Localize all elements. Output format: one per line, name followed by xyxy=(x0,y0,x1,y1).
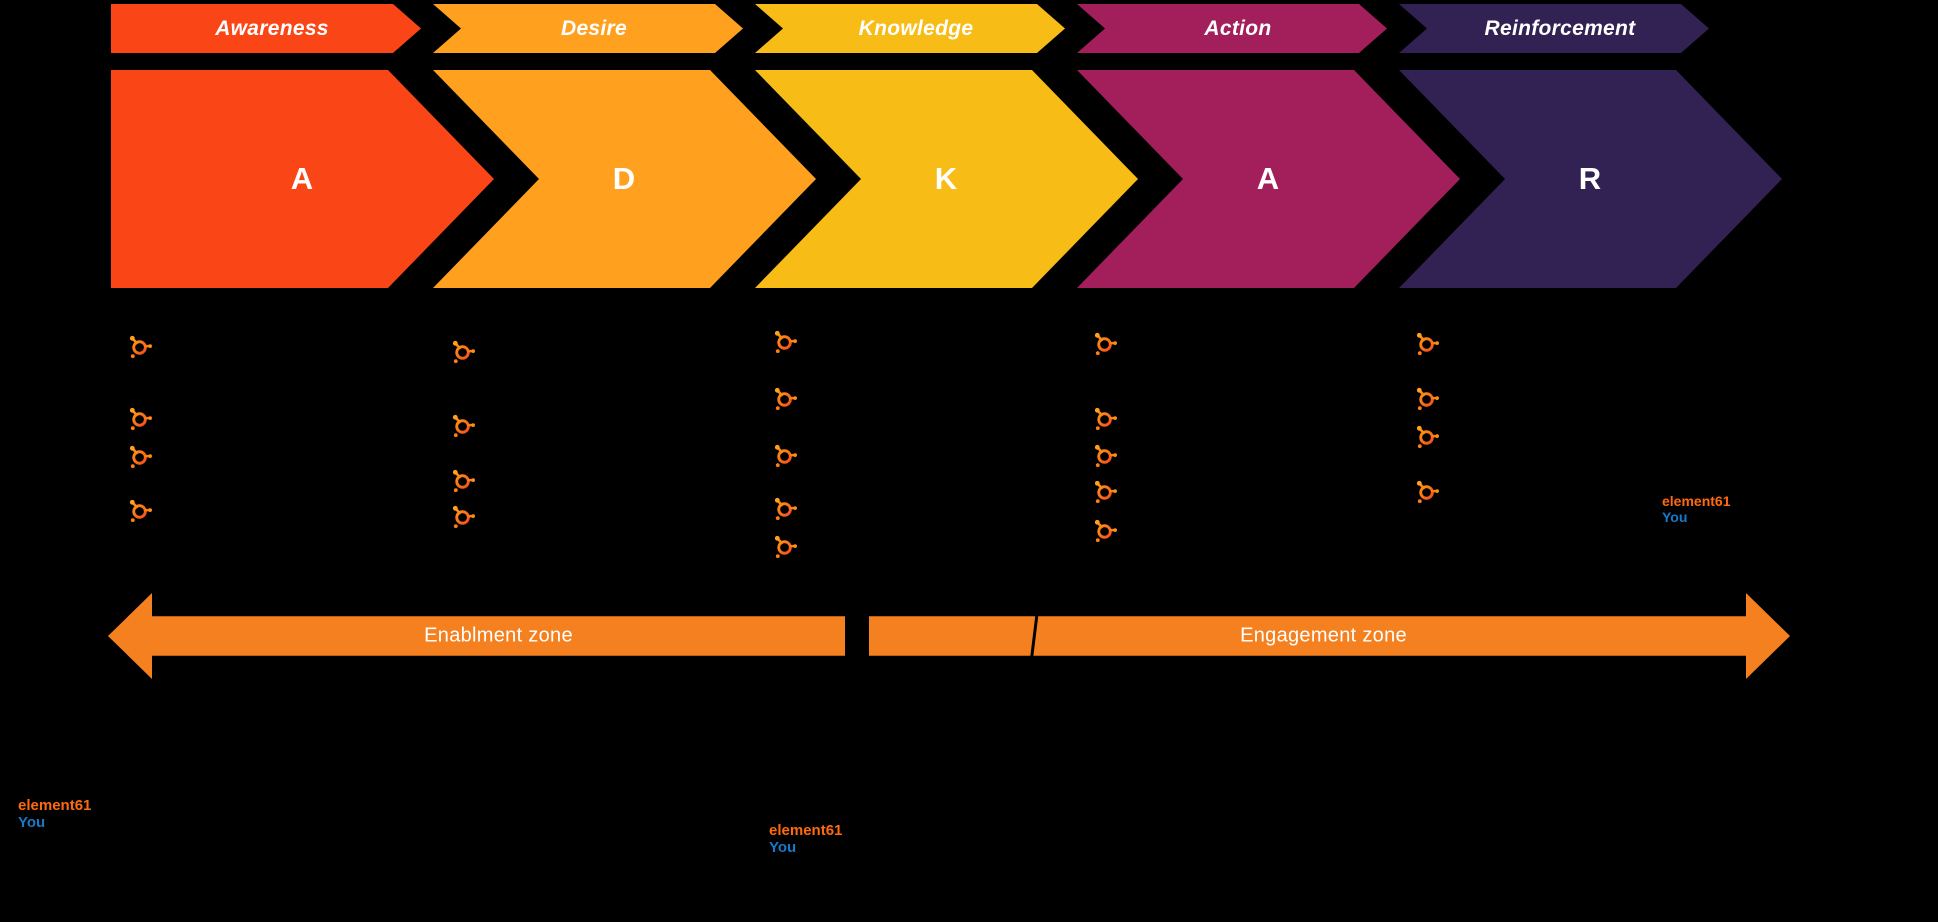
enablement-zone-arrow: Enablment zone xyxy=(108,593,845,679)
hubspot-sprocket-icon xyxy=(772,495,799,522)
stage-header-reinforcement: Reinforcement xyxy=(1399,4,1709,53)
stage-header-knowledge: Knowledge xyxy=(755,4,1065,53)
hubspot-sprocket-icon xyxy=(450,503,477,530)
hubspot-sprocket-icon xyxy=(772,533,799,560)
stage-letter: A xyxy=(290,161,315,196)
hubspot-sprocket-icon xyxy=(127,497,154,524)
engagement-zone-arrow: Engagement zone xyxy=(869,593,1790,679)
stage-header-label: Desire xyxy=(560,16,627,40)
hubspot-sprocket-icon xyxy=(1092,478,1119,505)
hubspot-sprocket-icon xyxy=(1414,423,1441,450)
you-label: You xyxy=(1662,508,1688,525)
you-label: You xyxy=(769,838,797,856)
hubspot-sprocket-icon xyxy=(127,443,154,470)
stage-header-awareness: Awareness xyxy=(111,4,421,53)
hubspot-sprocket-icon xyxy=(772,385,799,412)
stage-letter: K xyxy=(934,161,959,196)
hubspot-sprocket-icon xyxy=(1092,330,1119,357)
hubspot-sprocket-icon xyxy=(450,467,477,494)
stage-header-label: Reinforcement xyxy=(1484,16,1636,40)
hubspot-sprocket-icon xyxy=(772,328,799,355)
stage-chevron-awareness: A xyxy=(111,70,494,288)
element61-watermark: element61 You xyxy=(1662,493,1731,525)
hubspot-sprocket-icon xyxy=(450,412,477,439)
stage-header-label: Knowledge xyxy=(858,16,974,40)
hubspot-sprocket-icon xyxy=(1092,442,1119,469)
hubspot-sprocket-icon xyxy=(1092,517,1119,544)
element61-logo-text: element61 xyxy=(1662,493,1731,509)
hubspot-sprocket-icon xyxy=(1092,405,1119,432)
stage-letter: R xyxy=(1578,161,1603,196)
enablement-zone-label: Enablment zone xyxy=(424,624,573,647)
hubspot-sprocket-icon xyxy=(127,405,154,432)
element61-watermark: element61 You xyxy=(769,822,843,857)
hubspot-sprocket-icon xyxy=(127,333,154,360)
element61-logo-text: element61 xyxy=(18,797,92,814)
element61-watermark: element61 You xyxy=(18,797,92,832)
engagement-zone-label: Engagement zone xyxy=(1240,624,1407,647)
hubspot-sprocket-icon xyxy=(1414,385,1441,412)
you-label: You xyxy=(18,813,46,831)
stage-header-action: Action xyxy=(1077,4,1387,53)
hubspot-sprocket-icon xyxy=(450,338,477,365)
hubspot-sprocket-icon xyxy=(1414,330,1441,357)
hubspot-sprocket-icon xyxy=(1414,478,1441,505)
element61-logo-text: element61 xyxy=(769,822,843,839)
stage-header-label: Action xyxy=(1204,16,1272,40)
stage-letter: A xyxy=(1256,161,1281,196)
stage-header-desire: Desire xyxy=(433,4,743,53)
stage-letter: D xyxy=(612,161,637,196)
stage-header-label: Awareness xyxy=(215,16,329,40)
hubspot-sprocket-icon xyxy=(772,442,799,469)
